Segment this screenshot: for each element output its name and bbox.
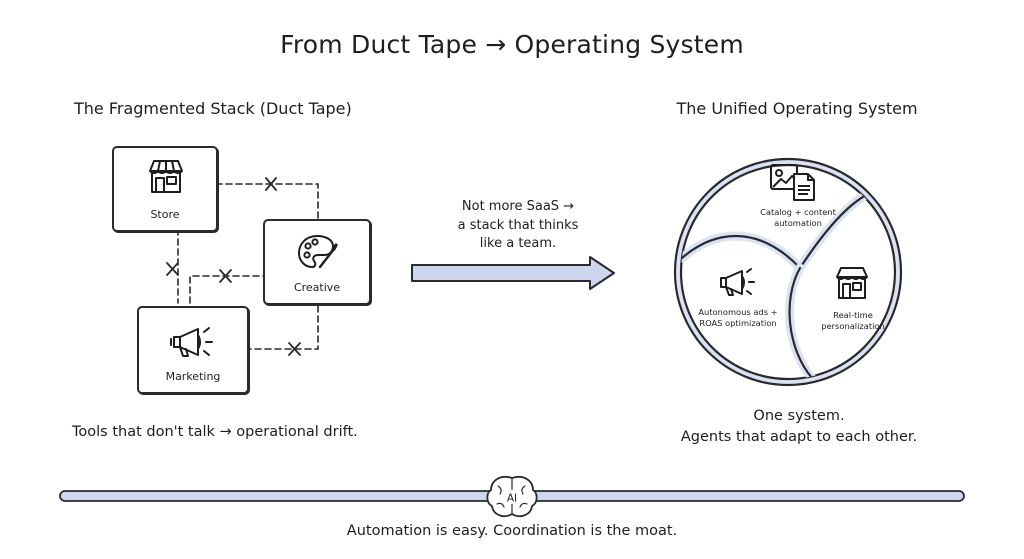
- creative-card-label: Creative: [293, 281, 341, 294]
- marketing-card: Marketing: [137, 306, 249, 394]
- right-panel-heading: The Unified Operating System: [676, 99, 918, 118]
- storefront-icon: [149, 160, 183, 193]
- segment-ads-label: Autonomous ads + ROAS optimization: [698, 307, 777, 329]
- palette-icon: [298, 235, 338, 269]
- segment-label-line: ROAS optimization: [699, 318, 777, 328]
- storefront-icon: [836, 267, 868, 299]
- store-card-label: Store: [150, 208, 180, 221]
- megaphone-icon: [720, 268, 755, 296]
- footer-tagline: Automation is easy. Coordination is the …: [346, 523, 678, 539]
- left-panel-heading: The Fragmented Stack (Duct Tape): [74, 99, 352, 118]
- ai-badge-text: AI: [507, 493, 517, 505]
- brain-icon: [486, 476, 538, 518]
- marketing-card-label: Marketing: [165, 370, 221, 383]
- segment-personalization-label: Real-time personalization: [821, 310, 884, 332]
- creative-card: Creative: [263, 219, 371, 305]
- store-card: Store: [112, 146, 218, 232]
- segment-label-line: Catalog + content: [760, 207, 836, 217]
- transition-note-line: like a team.: [479, 236, 557, 251]
- broken-link-x-icon: [166, 177, 301, 356]
- megaphone-icon: [170, 327, 213, 357]
- right-caption-line: Agents that adapt to each other.: [680, 429, 918, 445]
- segment-label-line: personalization: [821, 321, 885, 331]
- transition-note-line: a stack that thinks: [457, 217, 579, 233]
- left-panel-caption: Tools that don't talk → operational drif…: [72, 424, 358, 440]
- right-caption-line: One system.: [753, 408, 845, 424]
- page-title: From Duct Tape → Operating System: [280, 30, 744, 59]
- image-document-icon: [770, 164, 815, 201]
- segment-label-line: Real-time: [833, 310, 873, 320]
- segment-label-line: automation: [774, 218, 822, 228]
- transition-note-line: Not more SaaS →: [461, 199, 575, 214]
- right-panel-caption: One system. Agents that adapt to each ot…: [681, 406, 917, 448]
- segment-catalog-label: Catalog + content automation: [760, 207, 836, 229]
- transition-note: Not more SaaS → a stack that thinks like…: [458, 198, 579, 254]
- segment-label-line: Autonomous ads +: [698, 307, 778, 317]
